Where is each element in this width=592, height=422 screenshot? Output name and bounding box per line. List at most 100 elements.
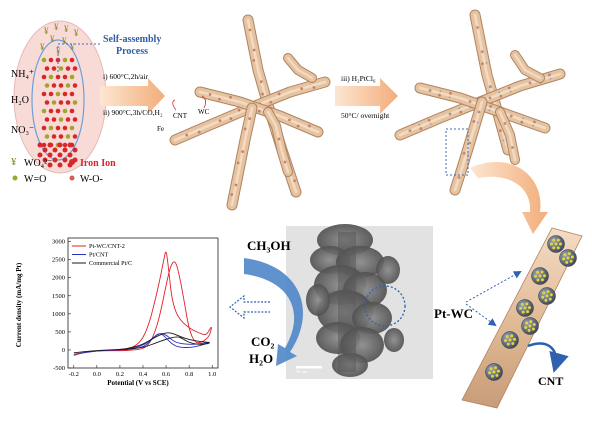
x-tick-label: 0.8 — [185, 371, 193, 378]
tube-particle — [520, 120, 524, 124]
pt-particle — [489, 85, 492, 88]
tube-particle — [237, 108, 241, 112]
wo4-marker-icon: ¥ — [74, 28, 79, 38]
pt-cluster-dot — [523, 306, 527, 310]
tube-particle — [498, 129, 502, 132]
tube-particle — [269, 100, 273, 104]
step-iii-text: iii) H₂PtCl₆ — [341, 74, 376, 83]
oval-ion-dot — [41, 142, 47, 148]
pt-particle — [549, 77, 552, 80]
tube-particle — [208, 93, 212, 96]
oval-ion-dot — [65, 66, 71, 71]
pt-particle — [488, 109, 491, 112]
wo4-marker-icon: ¥ — [50, 34, 55, 44]
pt-cluster-dot — [504, 339, 508, 343]
oval-ion-dot — [65, 100, 71, 105]
pt-cluster-dot — [496, 369, 500, 373]
tube-particle — [472, 119, 476, 123]
oval-ion-dot — [62, 147, 68, 153]
oval-ion-dot — [44, 117, 50, 122]
oval-ion-dot — [72, 100, 78, 105]
legend-entry: Commercial Pt/C — [89, 260, 132, 267]
pt-particle — [439, 90, 442, 93]
tube-particle — [259, 80, 263, 84]
series-line-commercial-pt-c — [73, 332, 210, 354]
series-line-pt-wc-cnt-2 — [73, 251, 212, 356]
tube-particle — [218, 97, 221, 101]
y-axis-label: Current density (mA/mg Pt) — [15, 262, 23, 347]
pt-particle — [409, 129, 411, 132]
reaction-arrow — [244, 258, 304, 366]
x-tick-label: 0.2 — [116, 371, 124, 378]
pt-wc-pointer-2 — [465, 303, 497, 327]
pt-particle — [458, 176, 460, 179]
zoom-curved-arrow — [470, 162, 548, 234]
oval-ion-dot — [51, 117, 57, 122]
legend-w-o: W-O- — [80, 174, 103, 185]
cnt-enlarged-label: CNT — [538, 374, 563, 388]
oval-ion-dot — [44, 66, 50, 71]
oval-ion-dot — [48, 74, 54, 80]
oval-ion-dot — [58, 100, 64, 105]
oval-ion-dot — [44, 100, 50, 105]
tube-particle — [229, 95, 232, 99]
tube-particle — [277, 137, 281, 141]
oval-ion-dot — [51, 66, 57, 71]
tube-highlight — [230, 106, 254, 207]
tube-particle — [243, 127, 247, 131]
pt-cluster-dot — [566, 256, 570, 260]
pt-particle — [458, 107, 461, 110]
oval-ion-dot — [57, 162, 63, 168]
pt-cluster-dot — [536, 278, 540, 282]
oval-ion-dot — [47, 152, 53, 158]
product-co2: CO₂ — [251, 334, 275, 349]
oval-ion-dot — [47, 162, 53, 168]
tube-particle — [248, 117, 252, 121]
pt-cluster-dot — [550, 242, 553, 246]
oval-ion-dot — [37, 142, 43, 148]
x-tick-label: -0.2 — [69, 371, 79, 378]
pt-particle — [478, 111, 480, 113]
pt-cluster-dot — [491, 374, 495, 378]
process-arrow-1 — [100, 78, 165, 114]
wc-tube-label: WC — [198, 108, 210, 116]
pt-cluster-dot — [542, 274, 546, 278]
self-assembly-title-line2: Process — [116, 46, 148, 57]
legend-entry: Pt/CNT — [89, 252, 108, 259]
oval-ion-dot — [72, 147, 78, 153]
tube-particle — [296, 124, 300, 128]
oval-ion-dot — [67, 142, 73, 148]
tube-particle — [489, 104, 493, 108]
pt-cluster-dot — [567, 252, 571, 256]
pt-cluster-dot — [493, 366, 497, 370]
pt-particle — [532, 124, 535, 127]
tube-particle — [197, 130, 201, 134]
fe-tube-label: Fe — [157, 125, 164, 133]
tem-highlight-circle — [364, 285, 406, 327]
oval-ion-dot — [55, 108, 61, 114]
y-tick-label: 2000 — [52, 275, 65, 282]
oval-ion-dot — [69, 108, 75, 114]
pt-particle — [510, 115, 513, 117]
pt-particle — [509, 90, 512, 93]
wo4-marker-icon: ¥ — [44, 26, 49, 36]
tube-particle — [300, 87, 304, 91]
pt-cluster-dot — [536, 270, 540, 274]
oval-ion-dot — [67, 152, 73, 158]
oval-ion-dot — [58, 117, 64, 122]
pt-particle — [502, 139, 505, 142]
pt-cluster-dot — [559, 242, 562, 246]
pt-cluster-dot — [540, 278, 544, 282]
tube-particle — [419, 127, 423, 130]
legend-wo4: WO₄²⁻ — [24, 158, 52, 169]
oval-ion-dot — [44, 134, 50, 139]
step-iii-condition: 50°C/ overnight — [341, 111, 390, 120]
pt-cluster-dot — [527, 328, 531, 332]
pt-cluster-dot — [524, 325, 528, 329]
scale-bar — [296, 366, 322, 369]
tube-particle — [248, 28, 252, 32]
pt-cluster-dot — [527, 306, 531, 310]
pt-cluster-dot — [519, 306, 523, 310]
tem-particle-cluster — [384, 328, 404, 352]
oval-ion-dot — [58, 83, 64, 88]
